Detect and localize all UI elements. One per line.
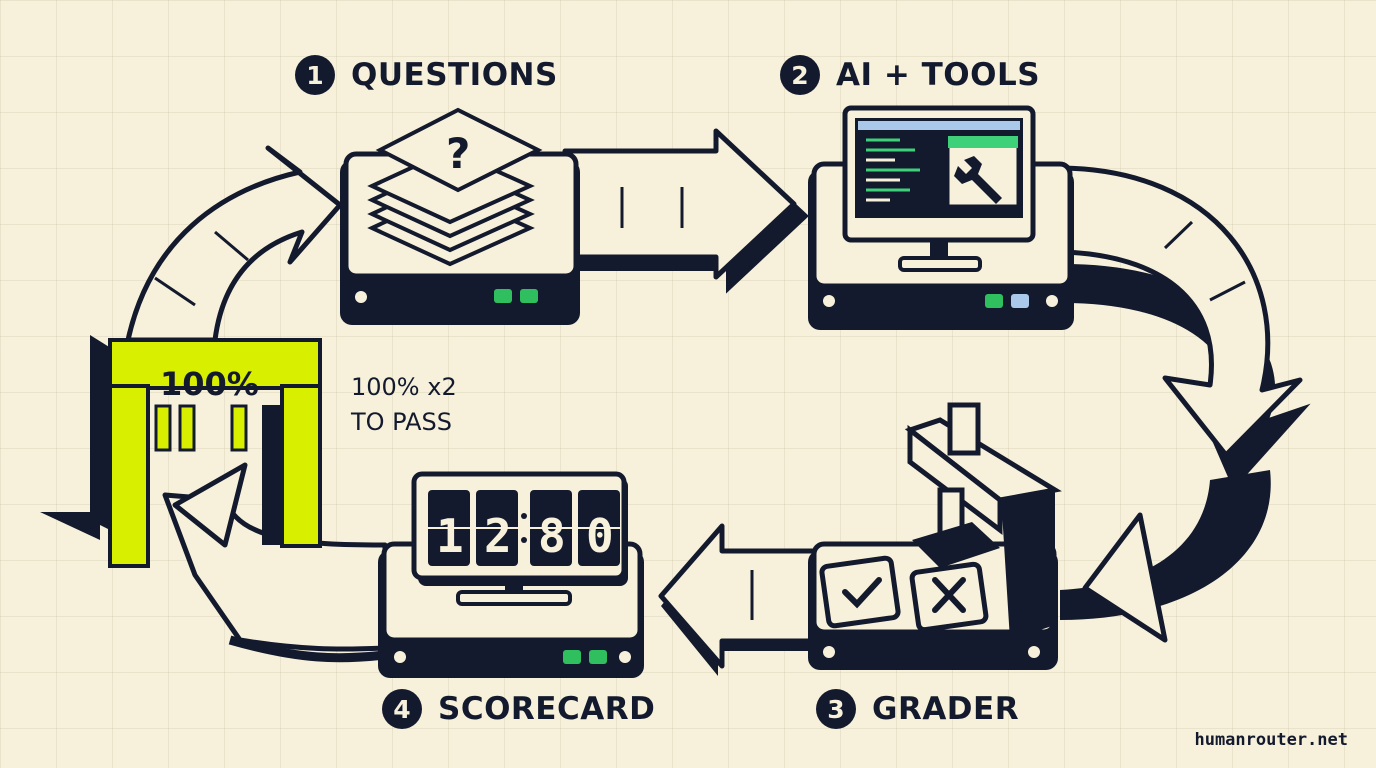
grading-press [904,402,1062,640]
computer-monitor [842,105,1036,272]
arrow-grader-to-scorecard [658,523,825,676]
stage-label-grader: 3 GRADER [816,684,1019,734]
score-digit: 1 [436,509,464,563]
cross-card-icon [909,561,989,633]
questions-machine: ? [340,107,580,325]
arrow-gate-to-questions [125,145,343,343]
pass-note-line: TO PASS [351,407,453,436]
flip-clock-display: 1 2 8 0 [411,471,628,606]
stage-title: GRADER [872,691,1020,727]
stage-label-ai-tools: 2 AI + TOOLS [780,50,1040,100]
code-lines [866,138,920,202]
stage-title: SCORECARD [438,691,656,727]
ai-tools-machine [808,105,1074,330]
stage-number-badge: 3 [816,689,856,729]
arrow-ai-to-grader [1059,165,1311,643]
arrow-questions-to-ai [562,128,809,294]
question-mark-icon: ? [446,129,470,178]
stage-label-questions: 1 QUESTIONS [295,50,558,100]
site-url: humanrouter.net [1194,730,1348,750]
score-digit: 8 [538,509,566,563]
grader-machine [808,402,1062,670]
stage-number-badge: 1 [295,55,335,95]
stage-title: AI + TOOLS [836,57,1041,93]
stage-label-scorecard: 4 SCORECARD [382,684,655,734]
stage-title: QUESTIONS [351,57,558,93]
question-card-stack: ? [367,107,543,267]
check-card-icon [819,555,901,629]
gate-label: 100% [160,365,259,403]
pass-note-line: 100% x2 [351,373,457,401]
scorecard-machine: 1 2 8 0 [378,471,644,678]
score-digit: 2 [484,509,512,563]
pass-requirement-note: 100% x2 TO PASS [351,370,457,440]
stage-number-badge: 4 [382,689,422,729]
wrench-icon [954,156,1002,204]
score-digit: 0 [586,509,614,563]
pass-gate: 100% [40,335,322,568]
stage-number-badge: 2 [780,55,820,95]
